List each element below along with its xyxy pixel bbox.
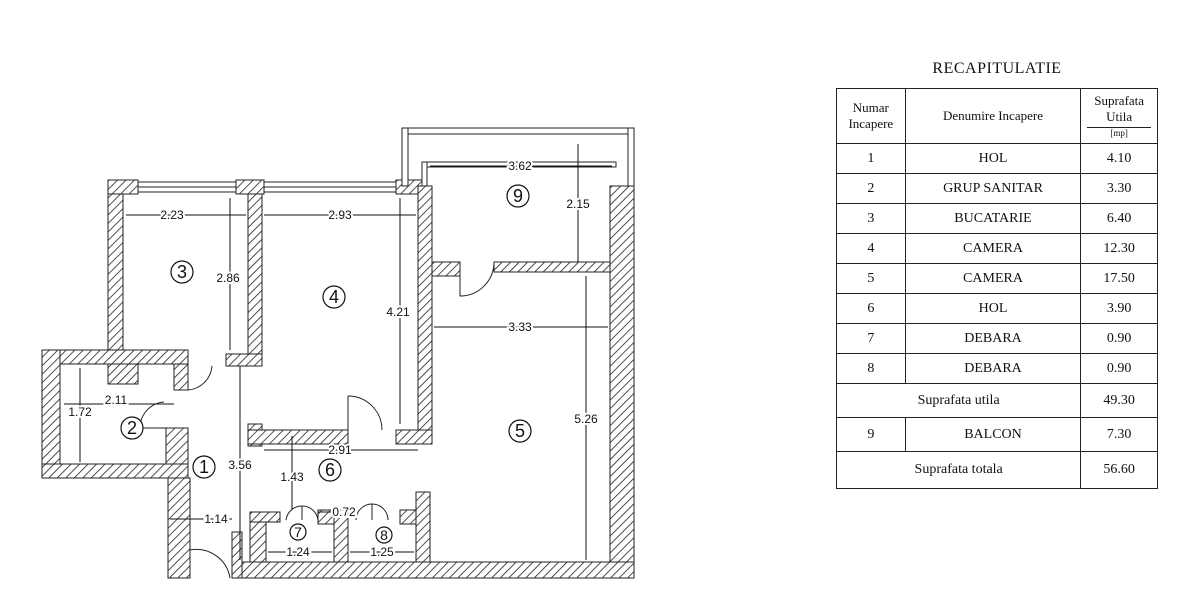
row-name: HOL xyxy=(904,293,1082,324)
dimension-lines xyxy=(64,144,612,560)
total-area-value: 56.60 xyxy=(1080,451,1158,489)
header-name: Denumire Incapere xyxy=(904,88,1082,144)
header-area-unit: [mp] xyxy=(1087,127,1151,139)
summary-table: Numar Incapere Denumire Incapere Suprafa… xyxy=(835,88,1158,489)
row-name: DEBARA xyxy=(904,353,1082,384)
dim-room9-height: 2.15 xyxy=(566,197,590,211)
row-area: 17.50 xyxy=(1080,263,1158,294)
summary-header-row: Numar Incapere Denumire Incapere Suprafa… xyxy=(836,88,1158,144)
room-markers xyxy=(120,184,532,544)
walls xyxy=(41,127,635,579)
dim-room5-width: 3.33 xyxy=(508,320,532,334)
room-numbers: 1 2 3 4 5 6 7 8 9 xyxy=(127,186,525,543)
summary-panel: RECAPITULATIE Numar Incapere Denumire In… xyxy=(835,60,1158,489)
dim-closet-gap: 0.72 xyxy=(332,505,356,519)
row-name: CAMERA xyxy=(904,263,1082,294)
row-area: 0.90 xyxy=(1080,323,1158,354)
useful-area-row: Suprafata utila 49.30 xyxy=(835,383,1158,418)
row-nr: 8 xyxy=(836,353,906,384)
balcony-row: 9 BALCON 7.30 xyxy=(836,417,1158,452)
dim-hall6-depth: 1.43 xyxy=(280,470,304,484)
row-nr: 7 xyxy=(836,323,906,354)
row-name: CAMERA xyxy=(904,233,1082,264)
room-number-1: 1 xyxy=(199,457,209,477)
row-area: 3.90 xyxy=(1080,293,1158,324)
header-area-label: Suprafata Utila xyxy=(1094,93,1145,124)
dim-room3-height: 2.86 xyxy=(216,271,240,285)
dim-room2-height: 1.72 xyxy=(68,405,92,419)
dim-room4-width: 2.93 xyxy=(328,208,352,222)
dim-hall1-height: 3.56 xyxy=(228,458,252,472)
row-name: DEBARA xyxy=(904,323,1082,354)
dim-closet7-width: 1.24 xyxy=(286,545,310,559)
dim-hall6-width: 2.91 xyxy=(328,443,352,457)
balcony-area: 7.30 xyxy=(1080,417,1158,452)
row-area: 3.30 xyxy=(1080,173,1158,204)
row-nr: 3 xyxy=(836,203,906,234)
row-area: 12.30 xyxy=(1080,233,1158,264)
room-number-2: 2 xyxy=(127,418,137,438)
row-name: GRUP SANITAR xyxy=(904,173,1082,204)
balcony-number: 9 xyxy=(836,417,906,452)
door-swings xyxy=(139,261,495,579)
room-number-4: 4 xyxy=(329,287,339,307)
dim-room2-width: 2.11 xyxy=(105,393,128,407)
row-nr: 1 xyxy=(836,143,906,174)
dim-room4-height: 4.21 xyxy=(386,305,410,319)
dim-room9-width: 3.62 xyxy=(508,159,532,173)
row-nr: 6 xyxy=(836,293,906,324)
row-nr: 2 xyxy=(836,173,906,204)
row-name: HOL xyxy=(904,143,1082,174)
room-number-9: 9 xyxy=(513,186,523,206)
row-nr: 5 xyxy=(836,263,906,294)
total-area-row: Suprafata totala 56.60 xyxy=(835,451,1158,489)
total-area-label: Suprafata totala xyxy=(835,451,1082,489)
balcony-name: BALCON xyxy=(904,417,1082,452)
windows xyxy=(137,181,397,193)
dim-closet8-width: 1.25 xyxy=(370,545,394,559)
room-number-8: 8 xyxy=(380,527,388,543)
row-area: 4.10 xyxy=(1080,143,1158,174)
header-area: Suprafata Utila [mp] xyxy=(1080,88,1158,144)
row-name: BUCATARIE xyxy=(904,203,1082,234)
useful-area-label: Suprafata utila xyxy=(835,383,1082,418)
room-number-7: 7 xyxy=(294,524,302,540)
room-number-5: 5 xyxy=(515,421,525,441)
useful-area-value: 49.30 xyxy=(1080,383,1158,418)
floor-plan: 2.23 2.86 2.93 4.21 3.62 2.15 3.33 5.26 … xyxy=(41,127,635,579)
dim-room5-height: 5.26 xyxy=(574,412,598,426)
header-number: Numar Incapere xyxy=(836,88,906,144)
row-nr: 4 xyxy=(836,233,906,264)
summary-title: RECAPITULATIE xyxy=(932,60,1062,77)
row-area: 6.40 xyxy=(1080,203,1158,234)
row-area: 0.90 xyxy=(1080,353,1158,384)
room-number-6: 6 xyxy=(325,460,335,480)
dim-room3-width: 2.23 xyxy=(160,208,184,222)
dimension-labels: 2.23 2.86 2.93 4.21 3.62 2.15 3.33 5.26 … xyxy=(66,157,600,561)
room-number-3: 3 xyxy=(177,262,187,282)
dim-entry-width: 1.14 xyxy=(204,512,228,526)
